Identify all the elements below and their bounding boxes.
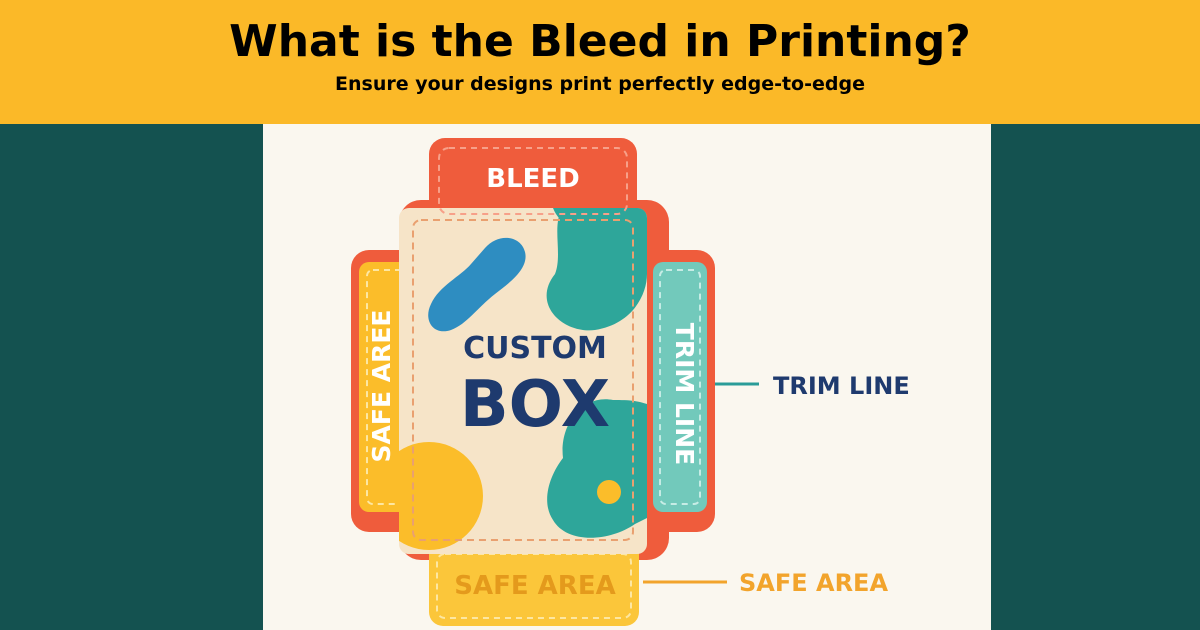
yellow-blob [399, 442, 483, 550]
custom-label: CUSTOM [463, 331, 607, 366]
trim-line-side-label: TRIM LINE [670, 323, 699, 465]
header-banner: What is the Bleed in Printing? Ensure yo… [0, 0, 1200, 124]
safe-area-side-label: SAFE AREE [367, 310, 396, 463]
trim-callout-label: TRIM LINE [773, 372, 910, 400]
safe-callout-label: SAFE AREA [739, 569, 888, 597]
diagram-panel: BLEED SAFE AREE TRIM LINE CUSTOM BOX SAF… [263, 124, 991, 630]
bleed-label: BLEED [486, 164, 580, 194]
decorative-blobs [399, 208, 647, 550]
page-subtitle: Ensure your designs print perfectly edge… [335, 73, 865, 95]
box-label: BOX [460, 368, 610, 442]
safe-bottom-tab [429, 540, 639, 626]
trim-dashed-line [412, 219, 634, 541]
trim-side-panel [653, 262, 707, 512]
bleed-diagram: BLEED SAFE AREE TRIM LINE CUSTOM BOX SAF… [351, 138, 910, 626]
teal-blob-bottom [547, 399, 647, 538]
blue-blob [428, 237, 526, 332]
safe-area-bottom-label: SAFE AREA [454, 571, 615, 601]
page-title: What is the Bleed in Printing? [229, 16, 971, 67]
yellow-dot [597, 480, 621, 504]
